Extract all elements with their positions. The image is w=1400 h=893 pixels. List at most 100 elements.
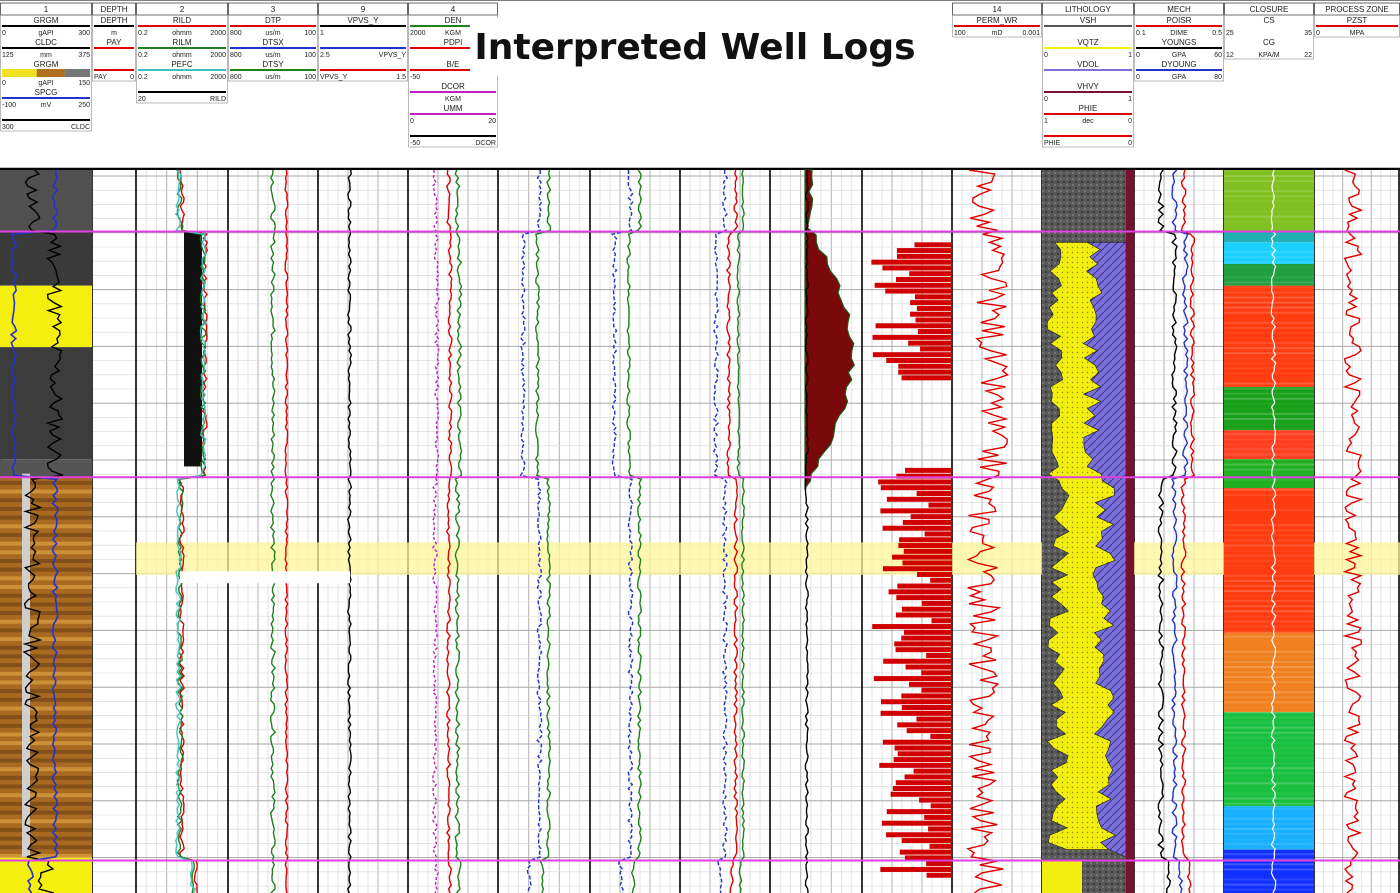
curve-name: RILM [172, 38, 191, 47]
closure-stripe [1224, 301, 1314, 304]
track-header-outline [1224, 14, 1314, 60]
scale-min: 20 [138, 96, 146, 103]
curve-swatch [410, 25, 496, 27]
closure-stripe [1224, 858, 1314, 861]
scale-unit: mm [40, 52, 52, 59]
pay-bar [878, 479, 952, 485]
log-curve [966, 169, 1010, 893]
closure-stripe [1224, 706, 1314, 708]
closure-stripe [1224, 878, 1314, 881]
pay-bar [890, 791, 952, 797]
closure-stripe [1224, 802, 1314, 805]
gr-stripe [0, 758, 92, 763]
closure-stripe [1224, 493, 1314, 496]
curve-name: DEN [445, 16, 462, 25]
gr-stripe [0, 723, 92, 728]
curve-swatch [1226, 25, 1312, 27]
scale-max: 2000 [210, 30, 226, 37]
closure-stripe [1224, 352, 1314, 355]
track-body [317, 170, 408, 893]
closure-stripe [1224, 378, 1314, 380]
curve-swatch [94, 47, 134, 49]
pay-bar [930, 803, 952, 809]
track-header-outline [952, 14, 1042, 38]
pay-bar [926, 861, 952, 867]
scale-max: 100 [304, 74, 316, 81]
pay-bar [916, 571, 952, 577]
closure-stripe [1224, 787, 1314, 789]
curve-swatch [94, 69, 134, 71]
closure-band [1224, 386, 1314, 431]
pay-bar [898, 369, 952, 375]
closure-stripe [1224, 286, 1314, 289]
log-curve [178, 169, 209, 893]
closure-stripe [1224, 605, 1314, 608]
curve-name: PAY [107, 38, 122, 47]
closure-stripe [1224, 190, 1314, 193]
curve-name: GRGM [34, 60, 59, 69]
closure-stripe [1224, 250, 1314, 253]
curve-name: PHIE [1079, 104, 1098, 113]
pay-bar [917, 329, 952, 335]
scale-min: 0 [1136, 74, 1140, 81]
curve-swatch [320, 69, 406, 71]
log-curve [1342, 169, 1364, 893]
gr-stripe [0, 663, 92, 668]
curve-name: PEFC [171, 60, 193, 69]
pay-bar [910, 300, 952, 306]
closure-stripe [1224, 266, 1314, 268]
closure-stripe [1224, 474, 1314, 476]
closure-stripe [1224, 488, 1314, 491]
closure-stripe [1224, 585, 1314, 588]
curve-swatch [2, 47, 90, 49]
scale-unit: mD [992, 30, 1003, 37]
log-curve [1171, 169, 1189, 893]
closure-stripe [1224, 448, 1314, 451]
curve-swatch [230, 47, 316, 49]
pay-bar [880, 866, 952, 872]
gr-stripe [0, 775, 92, 780]
gr-stripe [0, 558, 92, 563]
curve-name: PERM_WR [977, 16, 1018, 25]
pay-bar [930, 577, 952, 583]
res-fill [184, 231, 202, 467]
scale-min: 300 [2, 124, 14, 131]
closure-stripe [1224, 868, 1314, 871]
track-header-label: LITHOLOGY [1065, 5, 1111, 14]
closure-stripe [1224, 433, 1314, 436]
closure-stripe [1224, 559, 1314, 562]
pay-bar [910, 514, 952, 520]
log-curve [454, 169, 463, 893]
closure-fill [1224, 170, 1314, 893]
curve-name: POISR [1167, 16, 1192, 25]
pay-bar [903, 629, 952, 635]
track-header-label: 3 [271, 5, 276, 14]
closure-stripe [1224, 195, 1314, 198]
curve-name: CG [1263, 38, 1275, 47]
pay-bar [898, 543, 952, 549]
gr-stripe [0, 515, 92, 520]
closure-band [1224, 459, 1314, 489]
closure-stripe [1224, 711, 1314, 714]
pay-bar [886, 357, 952, 363]
closure-stripe [1224, 180, 1314, 183]
curve-swatch [138, 69, 226, 71]
curve-legend: VSH [1044, 16, 1132, 27]
gr-stripe [0, 619, 92, 624]
closure-stripe [1224, 256, 1314, 259]
closure-stripe [1224, 655, 1314, 658]
scale-unit: us/m [265, 30, 280, 37]
closure-stripe [1224, 746, 1314, 749]
track-bg [590, 170, 680, 893]
dolomite-fill [1082, 242, 1127, 858]
